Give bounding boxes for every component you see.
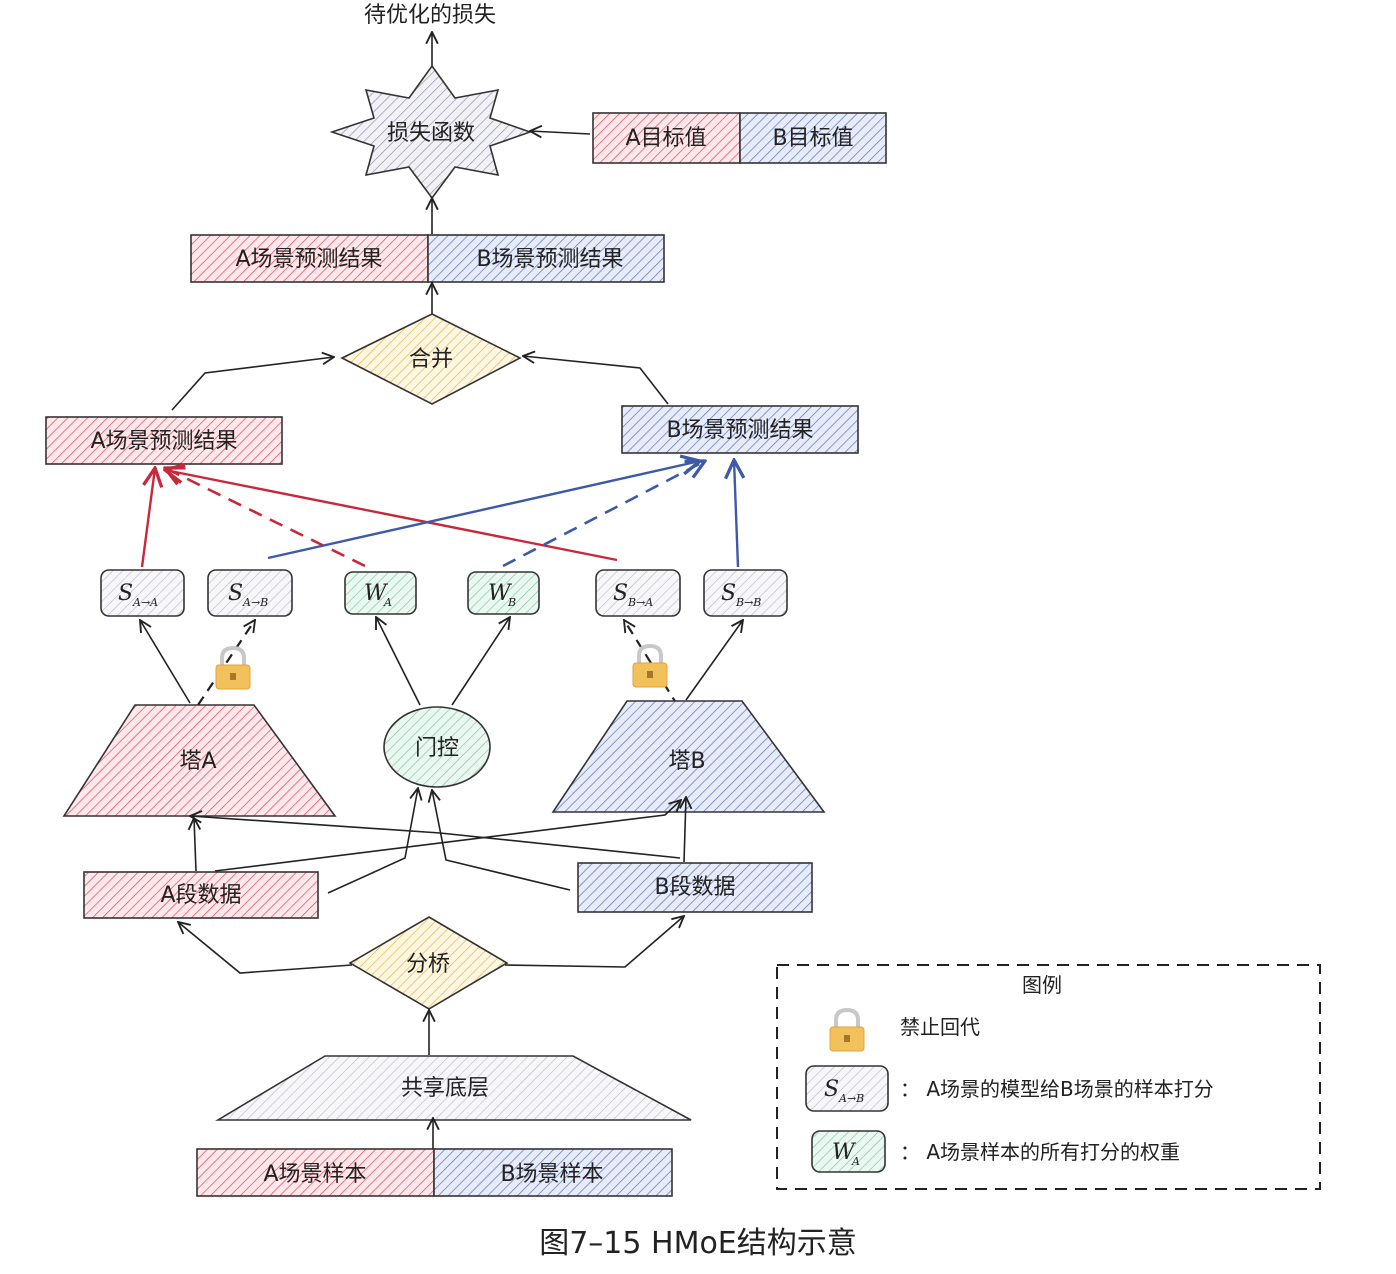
legend-s-symbol: S [824,1077,839,1102]
segment-b-label: B段数据 [654,875,735,900]
arrow-gate-to-wb [451,617,510,706]
figure-caption: 图7–15 HMoE结构示意 [539,1226,857,1261]
split-diamond: 分桥 [348,916,509,1010]
score-sab-symbol: S [228,581,243,606]
arrow-gate-to-wa [376,617,421,706]
score-sba-symbol: S [613,581,628,606]
merged-result-b-label: B场景预测结果 [476,247,623,272]
arrow-seg-b-to-gate [432,790,571,891]
sample-a-label: A场景样本 [263,1162,366,1187]
merge-label: 合并 [409,347,453,372]
score-node-saa: S A→A [100,569,185,617]
scene-result-a-label: A场景预测结果 [90,429,237,454]
arrow-result-a-to-merge [171,357,334,411]
legend-w-subscript: A [851,1155,860,1168]
score-wa-subscript: A [383,596,392,609]
arrow-seg-b-to-tower-b [684,797,686,863]
tower-b: 塔B [551,700,826,813]
arrow-seg-a-to-tower-b [214,800,681,872]
red-arrow-saa [140,468,155,568]
score-sbb-symbol: S [721,581,736,606]
score-node-sbb: S B→B [703,569,788,617]
target-b-box [739,112,887,164]
merge-diamond: 合并 [340,313,522,405]
tower-a: 塔A [62,704,337,817]
legend-s-node [805,1065,889,1112]
sample-b-box [433,1148,673,1197]
loss-function-star: 损失函数 [329,64,533,200]
tower-a-label: 塔A [179,749,216,774]
legend-title: 图例 [1022,973,1062,997]
arrow-targets-to-loss [530,131,591,134]
blue-arrow-sbb [734,460,738,568]
merged-results: A场景预测结果 B场景预测结果 [190,234,665,283]
scene-result-b: B场景预测结果 [621,405,859,454]
score-wa-symbol: W [364,581,389,606]
dashed-arrow-tower-a-to-sab [197,620,255,706]
samples: A场景样本 B场景样本 [196,1148,673,1197]
merged-result-b-box [427,234,665,283]
score-wb-symbol: W [488,581,513,606]
tower-b-label: 塔B [668,749,705,774]
lock-icon-a [214,646,252,691]
shared-bottom-label: 共享底层 [401,1076,489,1101]
legend-s-desc: ： A场景的模型给B场景的样本打分 [900,1077,1214,1101]
segment-b: B段数据 [577,862,813,913]
target-a-box [592,112,741,164]
merged-result-a-label: A场景预测结果 [235,247,382,272]
legend-w-node [811,1130,886,1173]
red-dashed-arrow-wa [165,468,366,568]
target-b-label: B目标值 [772,126,853,151]
score-node-wa: W A [344,571,417,615]
score-sba-subscript: B→A [627,596,653,609]
score-sbb-subscript: B→B [735,596,761,609]
legend-w-symbol: W [832,1140,857,1165]
red-arrow-sba [165,470,618,562]
legend-lock-desc: 禁止回代 [900,1015,980,1039]
gate-node: 门控 [383,706,491,788]
legend-lock-icon [828,1008,866,1053]
score-saa-symbol: S [118,581,133,606]
score-node-sab: S A→B [207,569,293,617]
score-sab-subscript: A→B [242,596,268,609]
segment-a-label: A段数据 [160,883,241,908]
split-label: 分桥 [406,952,450,977]
gate-label: 门控 [415,736,459,761]
blue-arrow-sab [267,461,700,560]
arrow-result-b-to-merge [523,356,669,405]
score-node-wb: W B [467,571,540,615]
arrow-seg-a-to-gate [327,788,418,894]
legend-border [776,964,1321,1190]
scene-result-a: A场景预测结果 [45,416,283,465]
blue-dashed-arrow-wb [502,461,705,568]
target-a-label: A目标值 [625,126,706,151]
legend-s-subscript: A→B [838,1092,864,1105]
merged-result-a-box [190,234,429,283]
lock-icon-b [631,644,669,689]
arrow-tower-b-to-sbb [685,620,743,701]
arrow-split-to-seg-b [504,916,684,968]
legend: 图例 禁止回代 S A→B ： A场景的模型给B场景的样本打分 W A ： A场… [776,964,1321,1190]
score-saa-subscript: A→A [132,596,158,609]
arrow-split-to-seg-a [178,922,353,974]
target-values: A目标值 B目标值 [592,112,887,164]
arrow-seg-a-to-tower-a [194,818,196,872]
segment-a: A段数据 [83,871,319,919]
score-node-sba: S B→A [595,569,681,617]
sample-b-label: B场景样本 [500,1162,603,1187]
scene-result-b-label: B场景预测结果 [666,418,813,443]
loss-function-label: 损失函数 [387,121,475,146]
optimized-loss-label: 待优化的损失 [364,3,496,28]
arrow-tower-a-to-saa [140,620,191,704]
legend-w-desc: ： A场景样本的所有打分的权重 [900,1140,1180,1164]
score-wb-subscript: B [507,596,516,609]
shared-bottom: 共享底层 [215,1055,692,1121]
